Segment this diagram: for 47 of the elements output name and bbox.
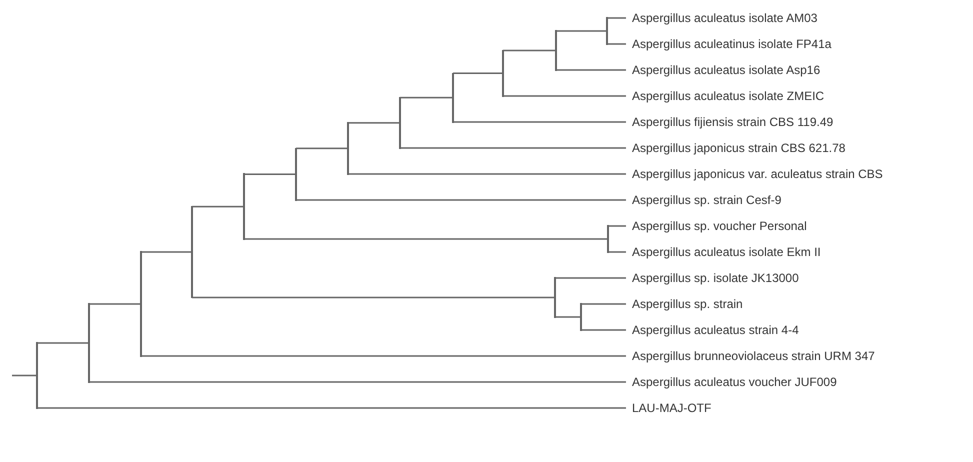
taxon-label: Aspergillus aculeatus isolate Asp16 (626, 62, 820, 78)
branch-line (244, 173, 295, 175)
taxon-label: LAU-MAJ-OTF (626, 400, 712, 416)
taxon-label: Aspergillus brunneoviolaceus strain URM 347 (626, 348, 875, 364)
branch-line (192, 296, 554, 298)
branch-line (503, 50, 555, 52)
taxon-label: Aspergillus fijiensis strain CBS 119.49 (626, 114, 834, 130)
branch-line (141, 355, 626, 357)
branch-line (296, 148, 347, 150)
branch-line (555, 277, 626, 279)
branch-line (37, 342, 88, 344)
branch-line (581, 329, 626, 331)
branch-line (555, 316, 580, 318)
branch-line (608, 251, 626, 253)
branch-line (607, 17, 626, 19)
taxon-label: Aspergillus japonicus var. aculeatus strain CBS (626, 166, 883, 182)
branch-line (608, 225, 626, 227)
branch-line (453, 121, 626, 123)
taxon-label: Aspergillus sp. strain Cesf-9 (626, 192, 782, 208)
branch-line (141, 251, 191, 253)
taxon-label: Aspergillus aculeatinus isolate FP41a (626, 36, 832, 52)
taxon-label: Aspergillus sp. strain (626, 296, 743, 312)
branch-line (453, 72, 502, 74)
branch-line (296, 199, 626, 201)
branch-line (37, 407, 626, 409)
taxon-label: Aspergillus aculeatus isolate AM03 (626, 10, 818, 26)
branch-line (400, 96, 452, 98)
taxon-label: Aspergillus aculeatus isolate Ekm II (626, 244, 821, 260)
branch-line (503, 95, 626, 97)
taxon-label: Aspergillus sp. isolate JK13000 (626, 270, 799, 286)
branch-line (244, 238, 607, 240)
branch-line (348, 122, 399, 124)
branch-line (581, 303, 626, 305)
taxon-label: Aspergillus japonicus strain CBS 621.78 (626, 140, 846, 156)
branch-line (89, 303, 140, 305)
branch-line (556, 30, 606, 32)
taxon-label: Aspergillus sp. voucher Personal (626, 218, 807, 234)
taxon-label: Aspergillus aculeatus voucher JUF009 (626, 374, 837, 390)
branch-line (12, 374, 36, 376)
branch-line (607, 43, 626, 45)
taxon-label: Aspergillus aculeatus strain 4-4 (626, 322, 799, 338)
taxon-label: Aspergillus aculeatus isolate ZMEIC (626, 88, 824, 104)
branch-line (556, 69, 626, 71)
branch-line (89, 381, 626, 383)
branch-line (400, 147, 626, 149)
branch-line (192, 206, 243, 208)
branch-line (348, 173, 626, 175)
